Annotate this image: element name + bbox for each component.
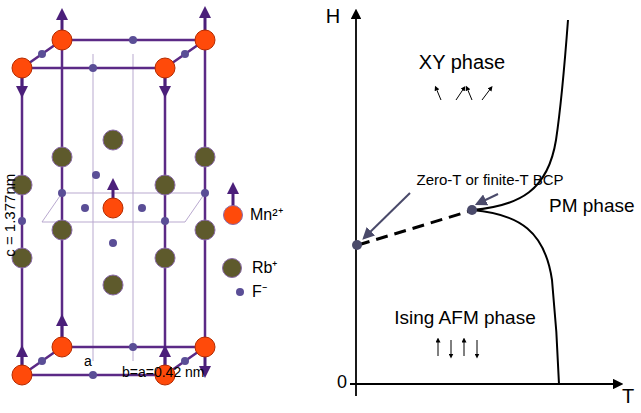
phase-label: Ising AFM phase (394, 308, 536, 329)
dimension-label: b=a=0.42 nm (122, 365, 205, 380)
unit-cell (22, 40, 205, 375)
legend-swatch (222, 258, 242, 278)
callout-label: Zero-T or finite-T BCP (417, 172, 564, 189)
legend-label: Mn²⁺ (250, 206, 283, 224)
legend-swatch (223, 205, 243, 225)
axis-name: a (84, 354, 92, 369)
legend-label: Rb⁺ (252, 259, 277, 277)
f-ions (18, 36, 209, 379)
axis-title: H (326, 5, 340, 27)
phase-label: XY phase (419, 51, 505, 73)
inner-lines (42, 54, 205, 361)
phase-label: PM phase (549, 196, 635, 217)
rb-ions (12, 130, 215, 295)
callout-lines (364, 193, 498, 238)
legend-swatch (236, 288, 244, 296)
ising-spins (438, 340, 477, 356)
xy-spins (436, 88, 491, 100)
mn-ions (12, 30, 215, 385)
axis-origin: 0 (337, 373, 347, 393)
bcp-points (352, 205, 477, 250)
legend-label: F⁻ (252, 283, 267, 301)
axis-title: T (622, 385, 634, 407)
dimension-label: c = 1.377nm (2, 174, 19, 257)
mn-spins (22, 12, 233, 375)
